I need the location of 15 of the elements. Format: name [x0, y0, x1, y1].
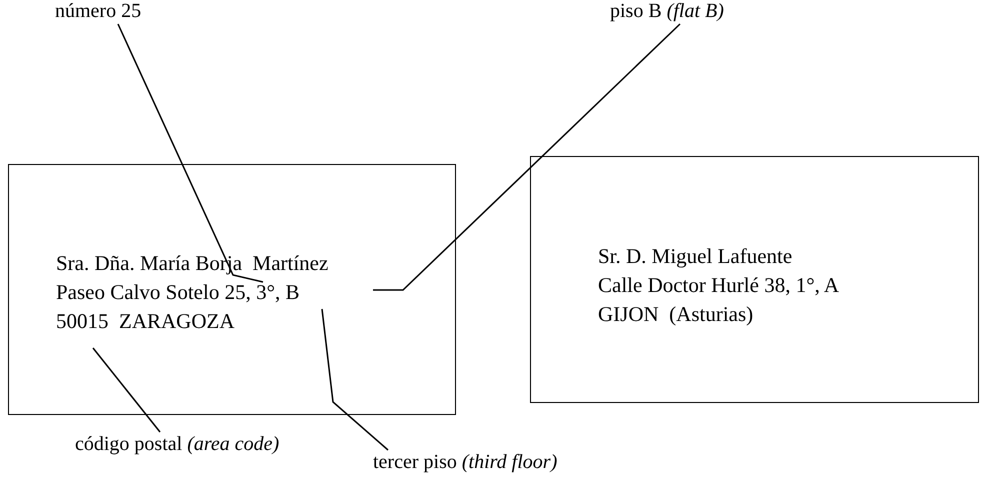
annotation-label: tercer piso (third floor): [373, 451, 558, 474]
leader-line: [92, 348, 161, 432]
address-line: Sr. D. Miguel Lafuente: [598, 243, 792, 270]
leader-line: [373, 23, 681, 291]
annotation-label: código postal (area code): [75, 433, 280, 456]
leader-line: [321, 308, 388, 451]
address-line: Paseo Calvo Sotelo 25, 3°, B: [56, 279, 300, 306]
envelope-outline: [530, 156, 979, 403]
address-line: Calle Doctor Hurlé 38, 1°, A: [598, 272, 840, 299]
address-line: GIJON (Asturias): [598, 301, 754, 328]
envelope-outline: [8, 164, 456, 415]
annotation-label: piso B (flat B): [610, 0, 724, 23]
address-line: 50015 ZARAGOZA: [56, 308, 234, 335]
leader-line: [117, 24, 264, 283]
annotation-label: número 25: [55, 0, 142, 23]
